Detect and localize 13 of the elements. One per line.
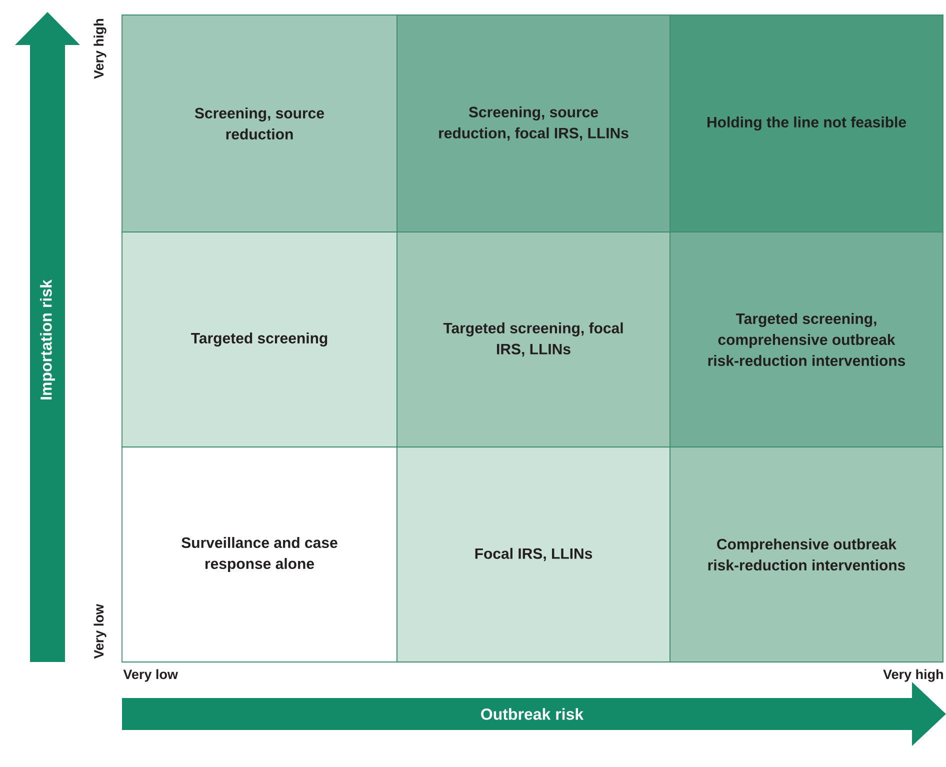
axis-end-label: Very low	[123, 669, 178, 682]
matrix-cell: Focal IRS, LLINs	[396, 446, 670, 662]
axis-end-label: Very high	[883, 669, 943, 682]
matrix-cell: Screening, source reduction, focal IRS, LLINs	[396, 14, 670, 232]
matrix-cell: Screening, source reduction	[122, 14, 398, 232]
matrix-cell: Comprehensive outbreak risk-reduction interventions	[670, 446, 944, 662]
axis-end-label: Very low	[94, 604, 106, 659]
matrix-cell: Targeted screening	[122, 232, 398, 448]
matrix-cell: Targeted screening, comprehensive outbreak risk-reduction interventions	[670, 232, 944, 448]
matrix-cell: Holding the line not feasible	[670, 14, 944, 232]
matrix-cell: Targeted screening, focal IRS, LLINs	[396, 232, 670, 448]
axis-end-label: Very high	[94, 19, 106, 79]
matrix-cell: Surveillance and case response alone	[122, 446, 398, 662]
